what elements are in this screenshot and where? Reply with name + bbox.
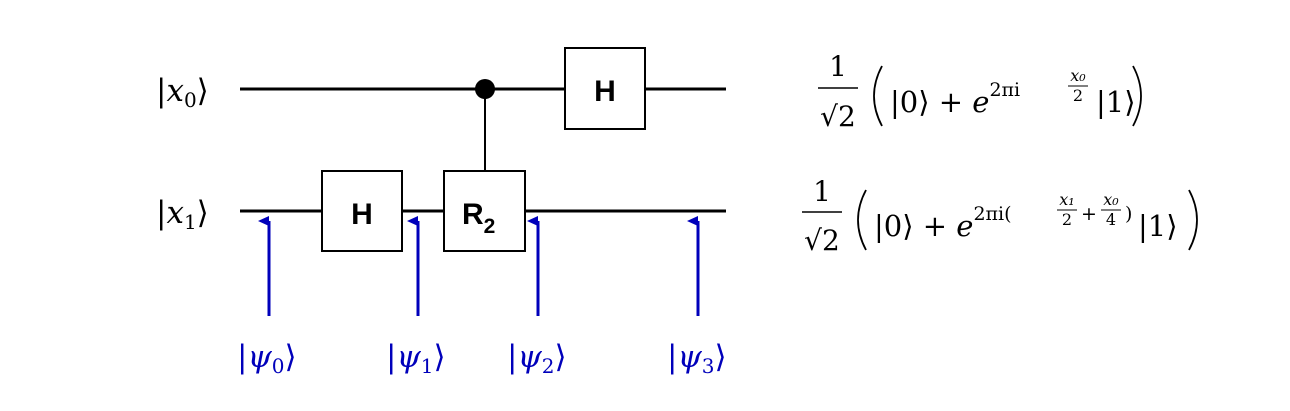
gate-box <box>321 170 403 252</box>
ket-close: ⟩ <box>555 339 567 375</box>
exp-prefix: 2πi <box>989 79 1020 101</box>
output-formula-q0: 1 √2 |0⟩ + e2πi x₀ 2 |1⟩ <box>818 50 1142 133</box>
ket-zero-plus: |0⟩ + <box>874 209 956 243</box>
ket-open: | <box>156 195 166 231</box>
state-index: 1 <box>421 354 434 378</box>
gate-label: H <box>351 198 373 231</box>
gate-box <box>443 170 526 252</box>
prefactor-numerator: 1 <box>813 175 831 208</box>
output-formula-q1: 1 √2 |0⟩ + e2πi( x₁ 2 + x₀ 4 ) |1⟩ <box>802 175 1198 257</box>
ket-close: ⟩ <box>715 339 727 375</box>
right-paren <box>1132 65 1142 127</box>
gate-letter: R <box>462 198 484 231</box>
exp-frac2-num: x₀ <box>1103 190 1119 209</box>
ket-open: | <box>156 73 166 109</box>
prefactor-denominator: √2 <box>820 100 856 133</box>
gate-h-q1: H <box>321 170 403 252</box>
exp-prefix: 2πi( <box>973 203 1011 225</box>
state-label-psi1: |ψ1⟩ <box>386 339 446 378</box>
control-dot <box>475 79 495 99</box>
exp-frac1-den: 2 <box>1062 210 1072 229</box>
state-index: 3 <box>702 354 715 378</box>
state-label-psi0: |ψ0⟩ <box>237 339 297 378</box>
input-index: 0 <box>184 88 197 112</box>
gate-label: R2 <box>462 198 495 238</box>
prefactor-denominator: √2 <box>804 224 840 257</box>
input-label-x0: |x0⟩ <box>156 73 209 112</box>
ket-one: |1⟩ <box>1096 85 1136 119</box>
input-index: 1 <box>184 210 197 234</box>
ket-close: ⟩ <box>197 195 209 231</box>
input-symbol: x <box>166 195 184 231</box>
exp-plus: + <box>1081 203 1097 225</box>
state-symbol: ψ <box>677 339 702 375</box>
gate-box <box>564 47 646 130</box>
left-paren <box>857 189 867 251</box>
expression: |0⟩ + e2πi( <box>874 203 1012 243</box>
exp-frac-num: x₀ <box>1070 66 1086 85</box>
exp-suffix: ) <box>1125 203 1132 225</box>
state-symbol: ψ <box>396 339 421 375</box>
prefactor-numerator: 1 <box>829 50 847 83</box>
gate-label: H <box>594 75 616 108</box>
right-paren <box>1188 189 1198 251</box>
exp-frac1-num: x₁ <box>1059 190 1074 209</box>
input-symbol: x <box>166 73 184 109</box>
ket-zero-plus: |0⟩ + <box>890 85 972 119</box>
state-symbol: ψ <box>247 339 272 375</box>
gate-h-q0: H <box>564 47 646 130</box>
state-index: 2 <box>542 354 555 378</box>
gate-r2: R2 <box>443 170 526 252</box>
input-label-x1: |x1⟩ <box>156 195 209 234</box>
ket-close: ⟩ <box>197 73 209 109</box>
expression: |0⟩ + e2πi <box>890 79 1020 119</box>
left-paren <box>873 65 883 127</box>
state-label-psi2: |ψ2⟩ <box>507 339 567 378</box>
exp-frac2-den: 4 <box>1106 210 1116 229</box>
state-index: 0 <box>272 354 285 378</box>
ket-one: |1⟩ <box>1138 209 1178 243</box>
exp-frac-den: 2 <box>1073 86 1083 105</box>
exp-base: e <box>956 209 973 243</box>
state-symbol: ψ <box>517 339 542 375</box>
ket-open: | <box>237 339 247 375</box>
gate-index: 2 <box>484 215 496 238</box>
ket-close: ⟩ <box>285 339 297 375</box>
ket-close: ⟩ <box>434 339 446 375</box>
state-label-psi3: |ψ3⟩ <box>667 339 727 378</box>
ket-open: | <box>386 339 396 375</box>
ket-open: | <box>507 339 517 375</box>
ket-open: | <box>667 339 677 375</box>
exp-base: e <box>972 85 989 119</box>
